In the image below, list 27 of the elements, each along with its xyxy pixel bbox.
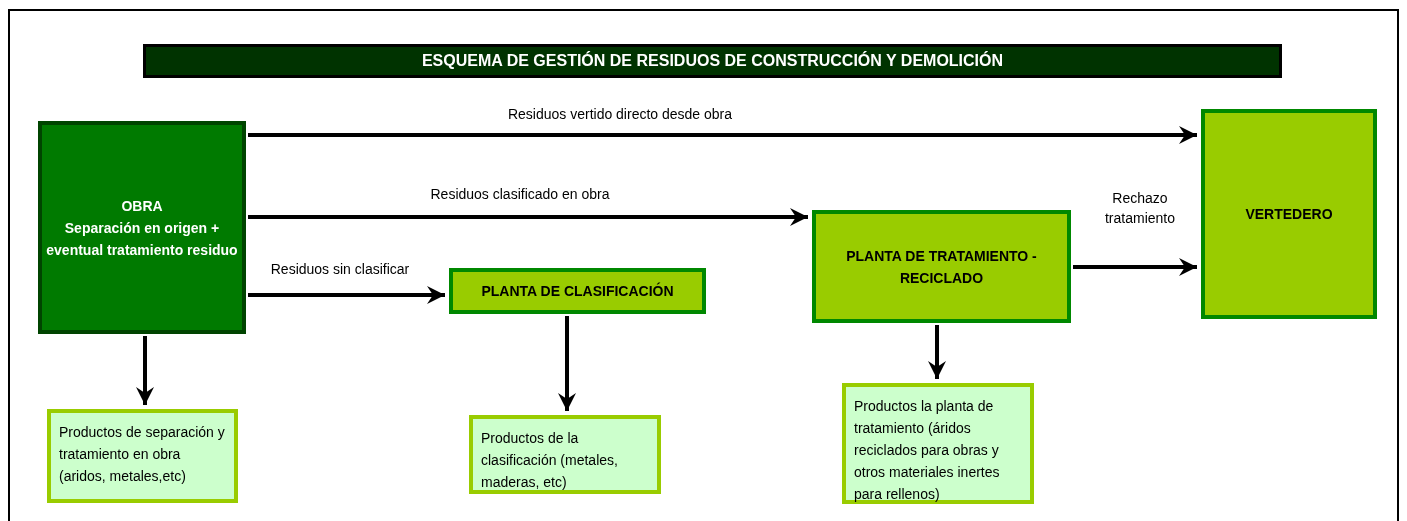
process-box [812,210,1071,323]
title-banner: ESQUEMA DE GESTIÓN DE RESIDUOS DE CONSTRUCCIÓN Y DEMOLICIÓN [143,44,1282,78]
arrow [248,286,445,304]
arrow [928,325,946,379]
edge-label: Residuos vertido directo desde obra [506,105,734,124]
arrow [136,336,154,405]
arrow [248,126,1197,144]
box-text: Productos la planta de tratamiento (áridos reciclados para obras y otros materiales inertes para rellenos) [854,397,1001,504]
box-text: Productos de separación y tratamiento en obra (aridos, metales,etc) [59,423,226,486]
edge-label: Residuos clasificado en obra [429,185,611,204]
arrow [1073,258,1197,276]
output-box [842,383,1034,504]
edge-label: Residuos sin clasificar [269,260,411,279]
box-text: VERTEDERO [1245,205,1333,224]
process-box [38,121,246,334]
arrow [558,316,576,411]
process-box [449,268,706,314]
box-text: Productos de la clasificación (metales, maderas, etc) [481,429,619,492]
process-box [1201,109,1377,319]
arrow [248,208,808,226]
box-text: PLANTA DE CLASIFICACIÓN [481,281,674,301]
output-box [469,415,661,494]
output-box [47,409,238,503]
box-heading: OBRA [121,196,163,216]
edge-label: Rechazo tratamiento [1103,189,1176,228]
box-text: Separación en origen + eventual tratamiento residuo [45,218,239,260]
box-text: PLANTA DE TRATAMIENTO - RECICLADO [845,246,1038,288]
